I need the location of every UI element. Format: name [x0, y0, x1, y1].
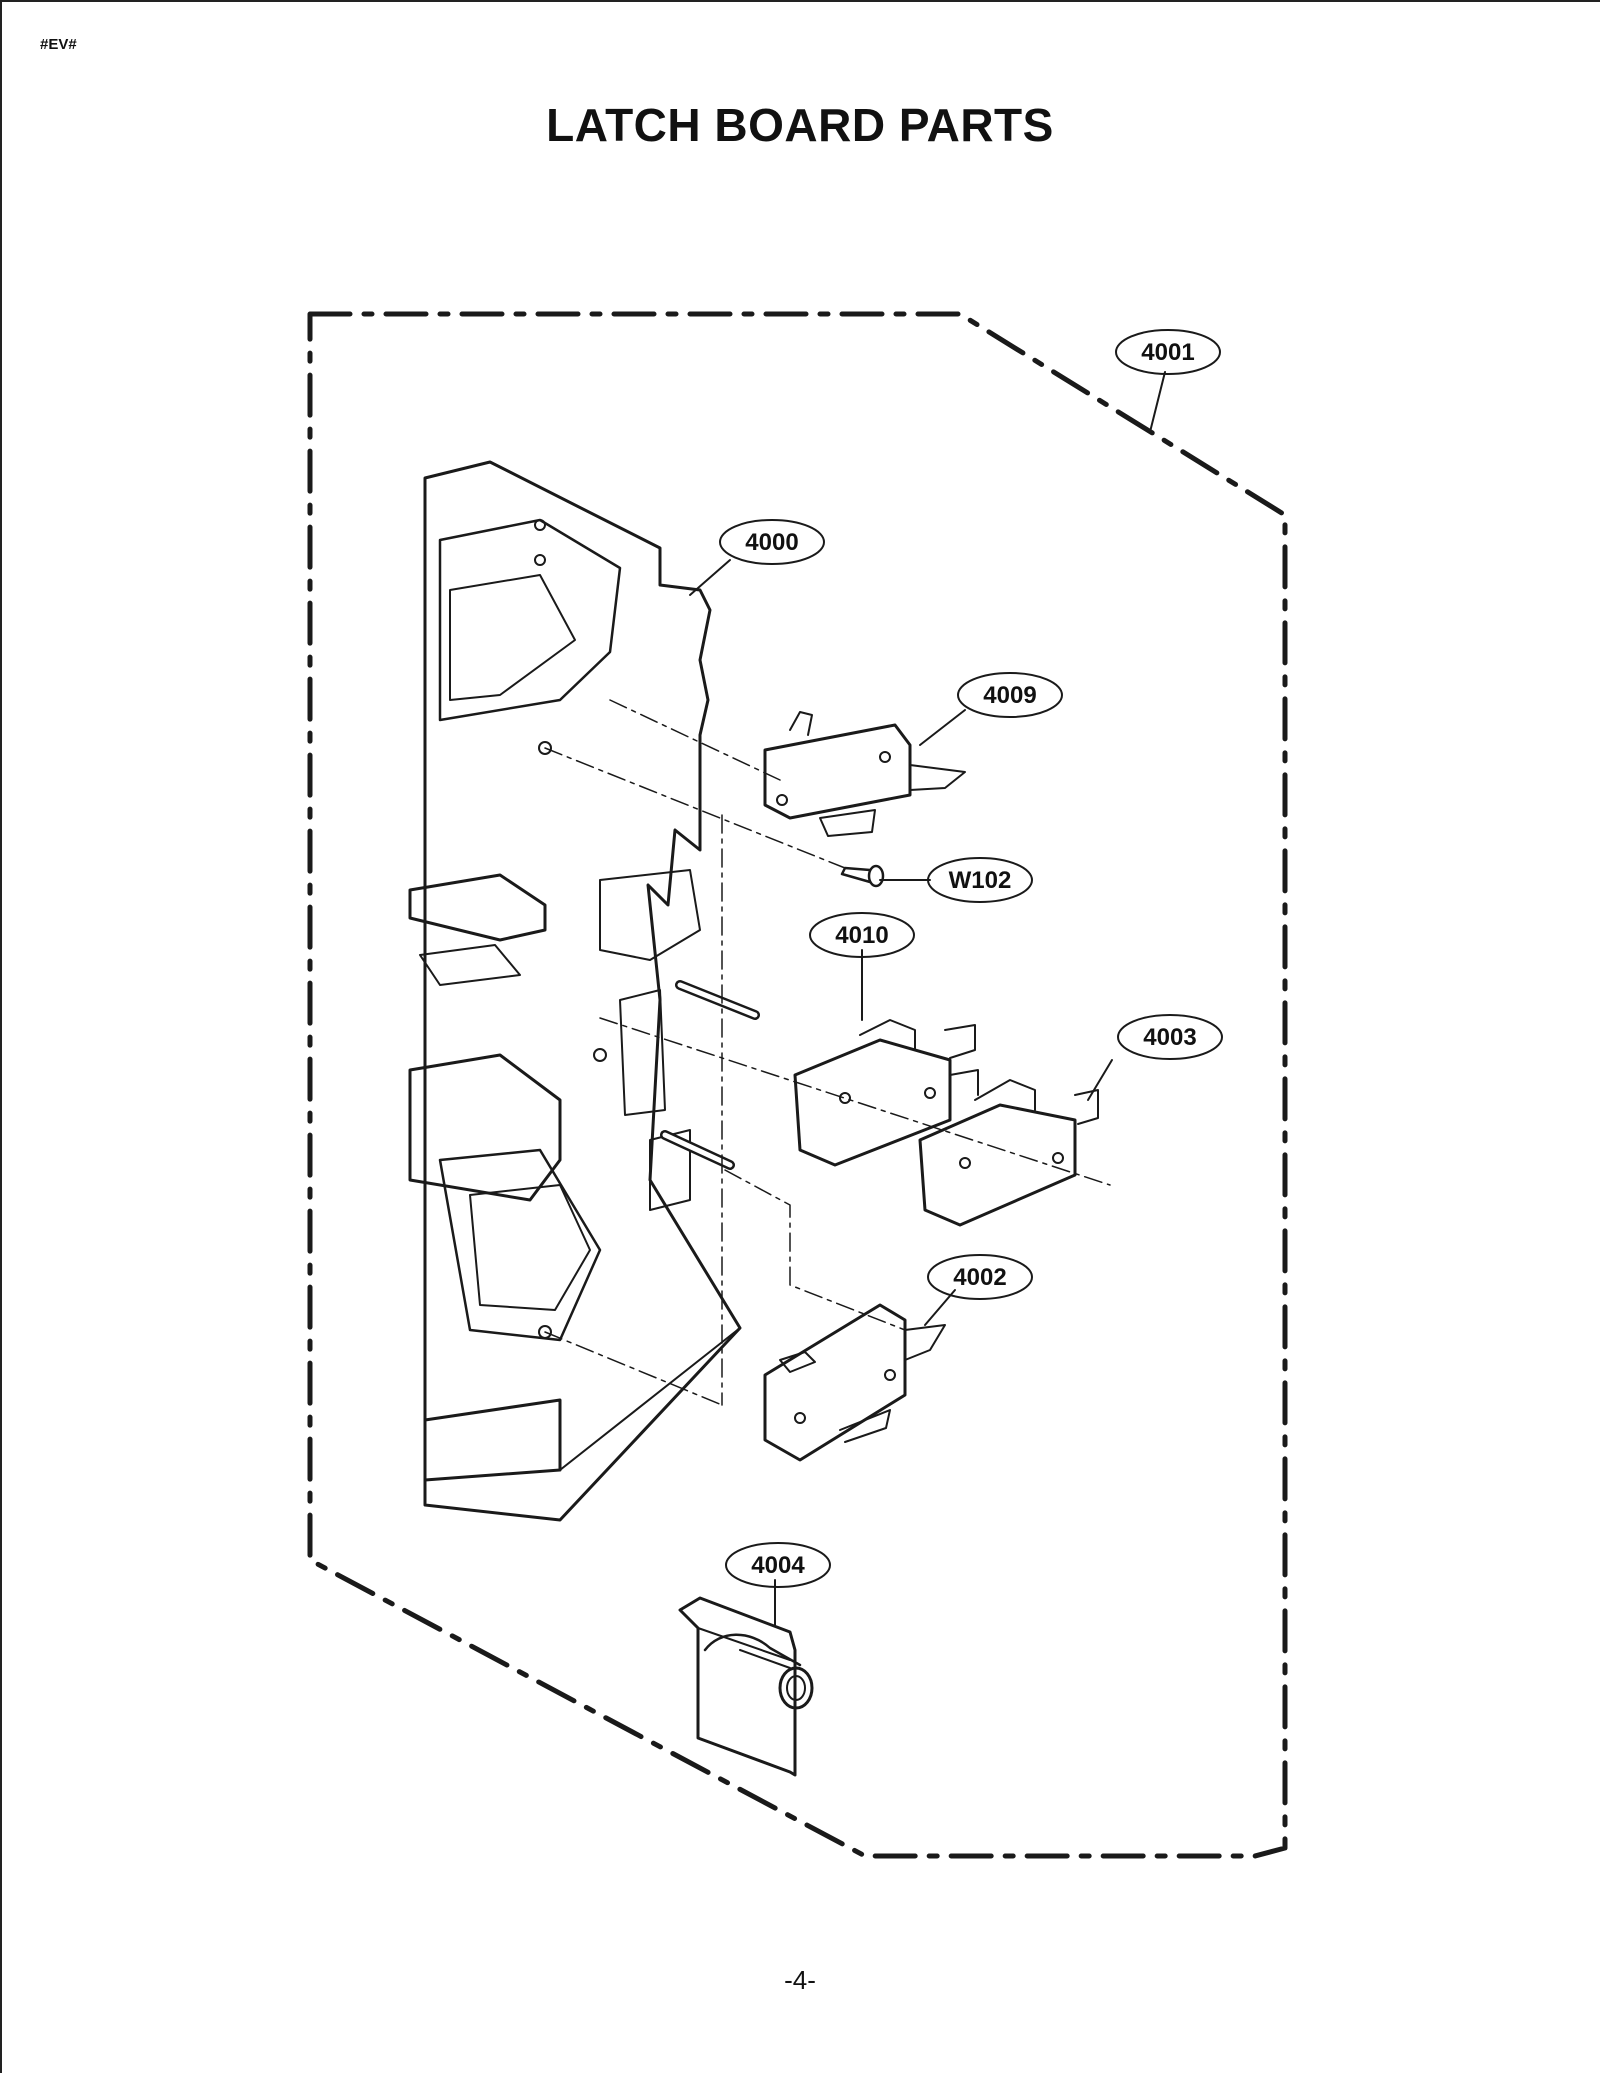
callout-label-4010: 4010 — [835, 922, 888, 949]
callout-ovals — [719, 329, 1223, 1588]
latch-board-part — [408, 460, 760, 1522]
callout-label-4002: 4002 — [953, 1264, 1006, 1291]
page-number: -4- — [784, 1965, 816, 1995]
document-code: #EV# — [40, 36, 77, 53]
callout-label-4004: 4004 — [751, 1552, 805, 1579]
assembly-boundary — [307, 311, 1288, 1859]
switch-4002 — [763, 1303, 946, 1462]
switch-4009 — [763, 711, 966, 837]
switch-4010 — [793, 1019, 979, 1167]
callout-label-4003: 4003 — [1143, 1024, 1196, 1051]
callout-label-4009: 4009 — [983, 682, 1036, 709]
callout-label-w102: W102 — [949, 867, 1012, 894]
page-title: LATCH BOARD PARTS — [546, 99, 1054, 151]
leader-lines — [689, 371, 1166, 1626]
alignment-lines — [544, 699, 1111, 1406]
bracket-4004 — [678, 1596, 814, 1777]
callout-label-4000: 4000 — [745, 529, 798, 556]
screw-w102 — [840, 864, 885, 888]
callout-label-4001: 4001 — [1141, 339, 1194, 366]
switch-4003 — [918, 1079, 1099, 1227]
